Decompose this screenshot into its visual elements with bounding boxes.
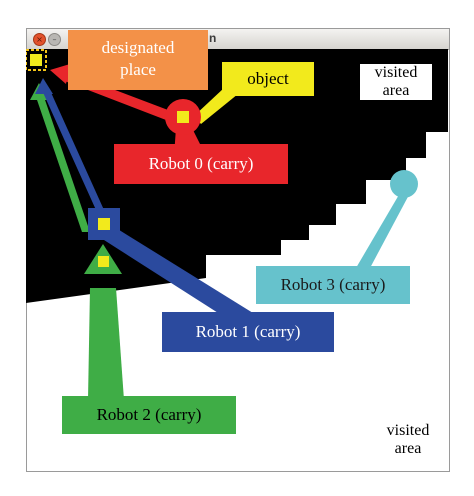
robot2-pointer [88,288,124,400]
robot3-marker [390,170,418,198]
visited-area-top-line1: visited [374,64,418,81]
robot0-arrowhead [50,64,70,84]
visited-area-label-top: visited area [360,64,432,100]
robot3-label-text: Robot 3 (carry) [280,275,386,294]
designated-place-label-line2: place [120,60,156,79]
designated-place-label: designated place [68,30,208,90]
visited-area-bottom-line1: visited [386,422,430,439]
robot1-path-arrow [41,88,104,210]
robot2-object [98,256,109,267]
designated-place-marker [26,49,47,71]
robot2-path-arrow [35,94,90,232]
robot1-object [98,218,110,230]
designated-place-label-line1: designated [101,38,175,57]
object-label-text: object [247,69,289,88]
visited-area-label-bottom: visited area [372,422,444,458]
visited-area-bottom-line2: area [394,440,422,457]
robot1-arrowhead [35,78,53,94]
robot0-label-text: Robot 0 (carry) [148,154,254,173]
robot1-label-text: Robot 1 (carry) [195,322,301,341]
robot0-object [177,111,189,123]
robot3-label: Robot 3 (carry) [256,266,410,304]
object-pointer [194,88,238,124]
robot1-label: Robot 1 (carry) [162,312,334,352]
minimize-button[interactable]: – [48,33,61,46]
robot2-label-text: Robot 2 (carry) [96,405,202,424]
robot1-pointer [104,228,261,318]
visited-area-top-line2: area [382,82,410,99]
close-button[interactable]: × [33,33,46,46]
window-title: n [209,31,217,45]
object-label: object [222,62,314,96]
designated-place-cell [30,54,42,66]
robot0-label: Robot 0 (carry) [114,144,288,184]
robot3-pointer [356,193,410,268]
robot2-label: Robot 2 (carry) [62,396,236,434]
